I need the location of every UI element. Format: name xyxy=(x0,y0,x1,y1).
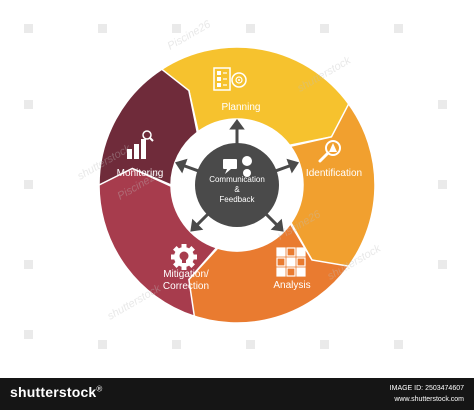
label-planning: Planning xyxy=(222,102,261,113)
segment-identification xyxy=(289,102,376,273)
hub-arrow-head xyxy=(229,119,245,130)
label-analysis: Analysis xyxy=(273,280,310,291)
watermark-box xyxy=(394,340,403,349)
watermark-box xyxy=(24,100,33,109)
watermark-box xyxy=(24,180,33,189)
footer-brand-text: shutterstock xyxy=(10,384,97,400)
watermark-text: Piscine26 xyxy=(166,18,214,53)
watermark-box xyxy=(246,24,255,33)
segment-mitigation xyxy=(98,167,218,318)
watermark-box xyxy=(172,24,181,33)
watermark-box xyxy=(98,24,107,33)
bar-chart-magnifier-icon xyxy=(127,130,154,159)
watermark-box xyxy=(438,260,447,269)
watermark-box xyxy=(394,24,403,33)
watermark-text: shutterstock xyxy=(106,282,164,322)
hub-arrow-head xyxy=(286,158,300,174)
label-monitoring: Monitoring xyxy=(117,168,164,179)
footer-brand: shutterstock® xyxy=(10,384,103,400)
segment-planning xyxy=(154,46,354,147)
footer-image-id: IMAGE ID: 2503474607 xyxy=(389,385,464,392)
watermark-box xyxy=(320,340,329,349)
footer-reg-mark: ® xyxy=(96,384,103,394)
hub-arrow-head xyxy=(190,218,204,232)
center-label: Communication&Feedback xyxy=(209,175,265,204)
segment-monitoring xyxy=(98,68,199,187)
watermark-box xyxy=(172,340,181,349)
label-identification: Identification xyxy=(306,168,362,179)
watermark-box xyxy=(24,24,33,33)
footer-url: www.shutterstock.com xyxy=(394,396,464,403)
gear-lightbulb-icon xyxy=(171,244,197,270)
watermark-box xyxy=(438,100,447,109)
center-hub xyxy=(195,143,279,227)
watermark-box xyxy=(24,330,33,339)
watermark-box xyxy=(24,260,33,269)
magnifier-warning-icon xyxy=(318,140,341,163)
watermark-box xyxy=(98,340,107,349)
watermark-box xyxy=(320,24,329,33)
risk-cycle-diagram: shutterstockshutterstockshutterstockshut… xyxy=(24,18,447,349)
hub-arrow-head xyxy=(270,218,284,232)
watermark-box xyxy=(438,180,447,189)
grid-analysis-icon xyxy=(276,247,306,277)
planning-checklist-target-icon xyxy=(213,67,247,91)
watermark-box xyxy=(246,340,255,349)
label-mitigation: Mitigation/Correction xyxy=(163,269,209,292)
segment-analysis xyxy=(186,222,350,324)
watermark-footer: shutterstock® IMAGE ID: 2503474607 www.s… xyxy=(0,378,474,410)
chat-bubbles-icon xyxy=(223,156,252,177)
hub-arrow-head xyxy=(174,158,188,174)
